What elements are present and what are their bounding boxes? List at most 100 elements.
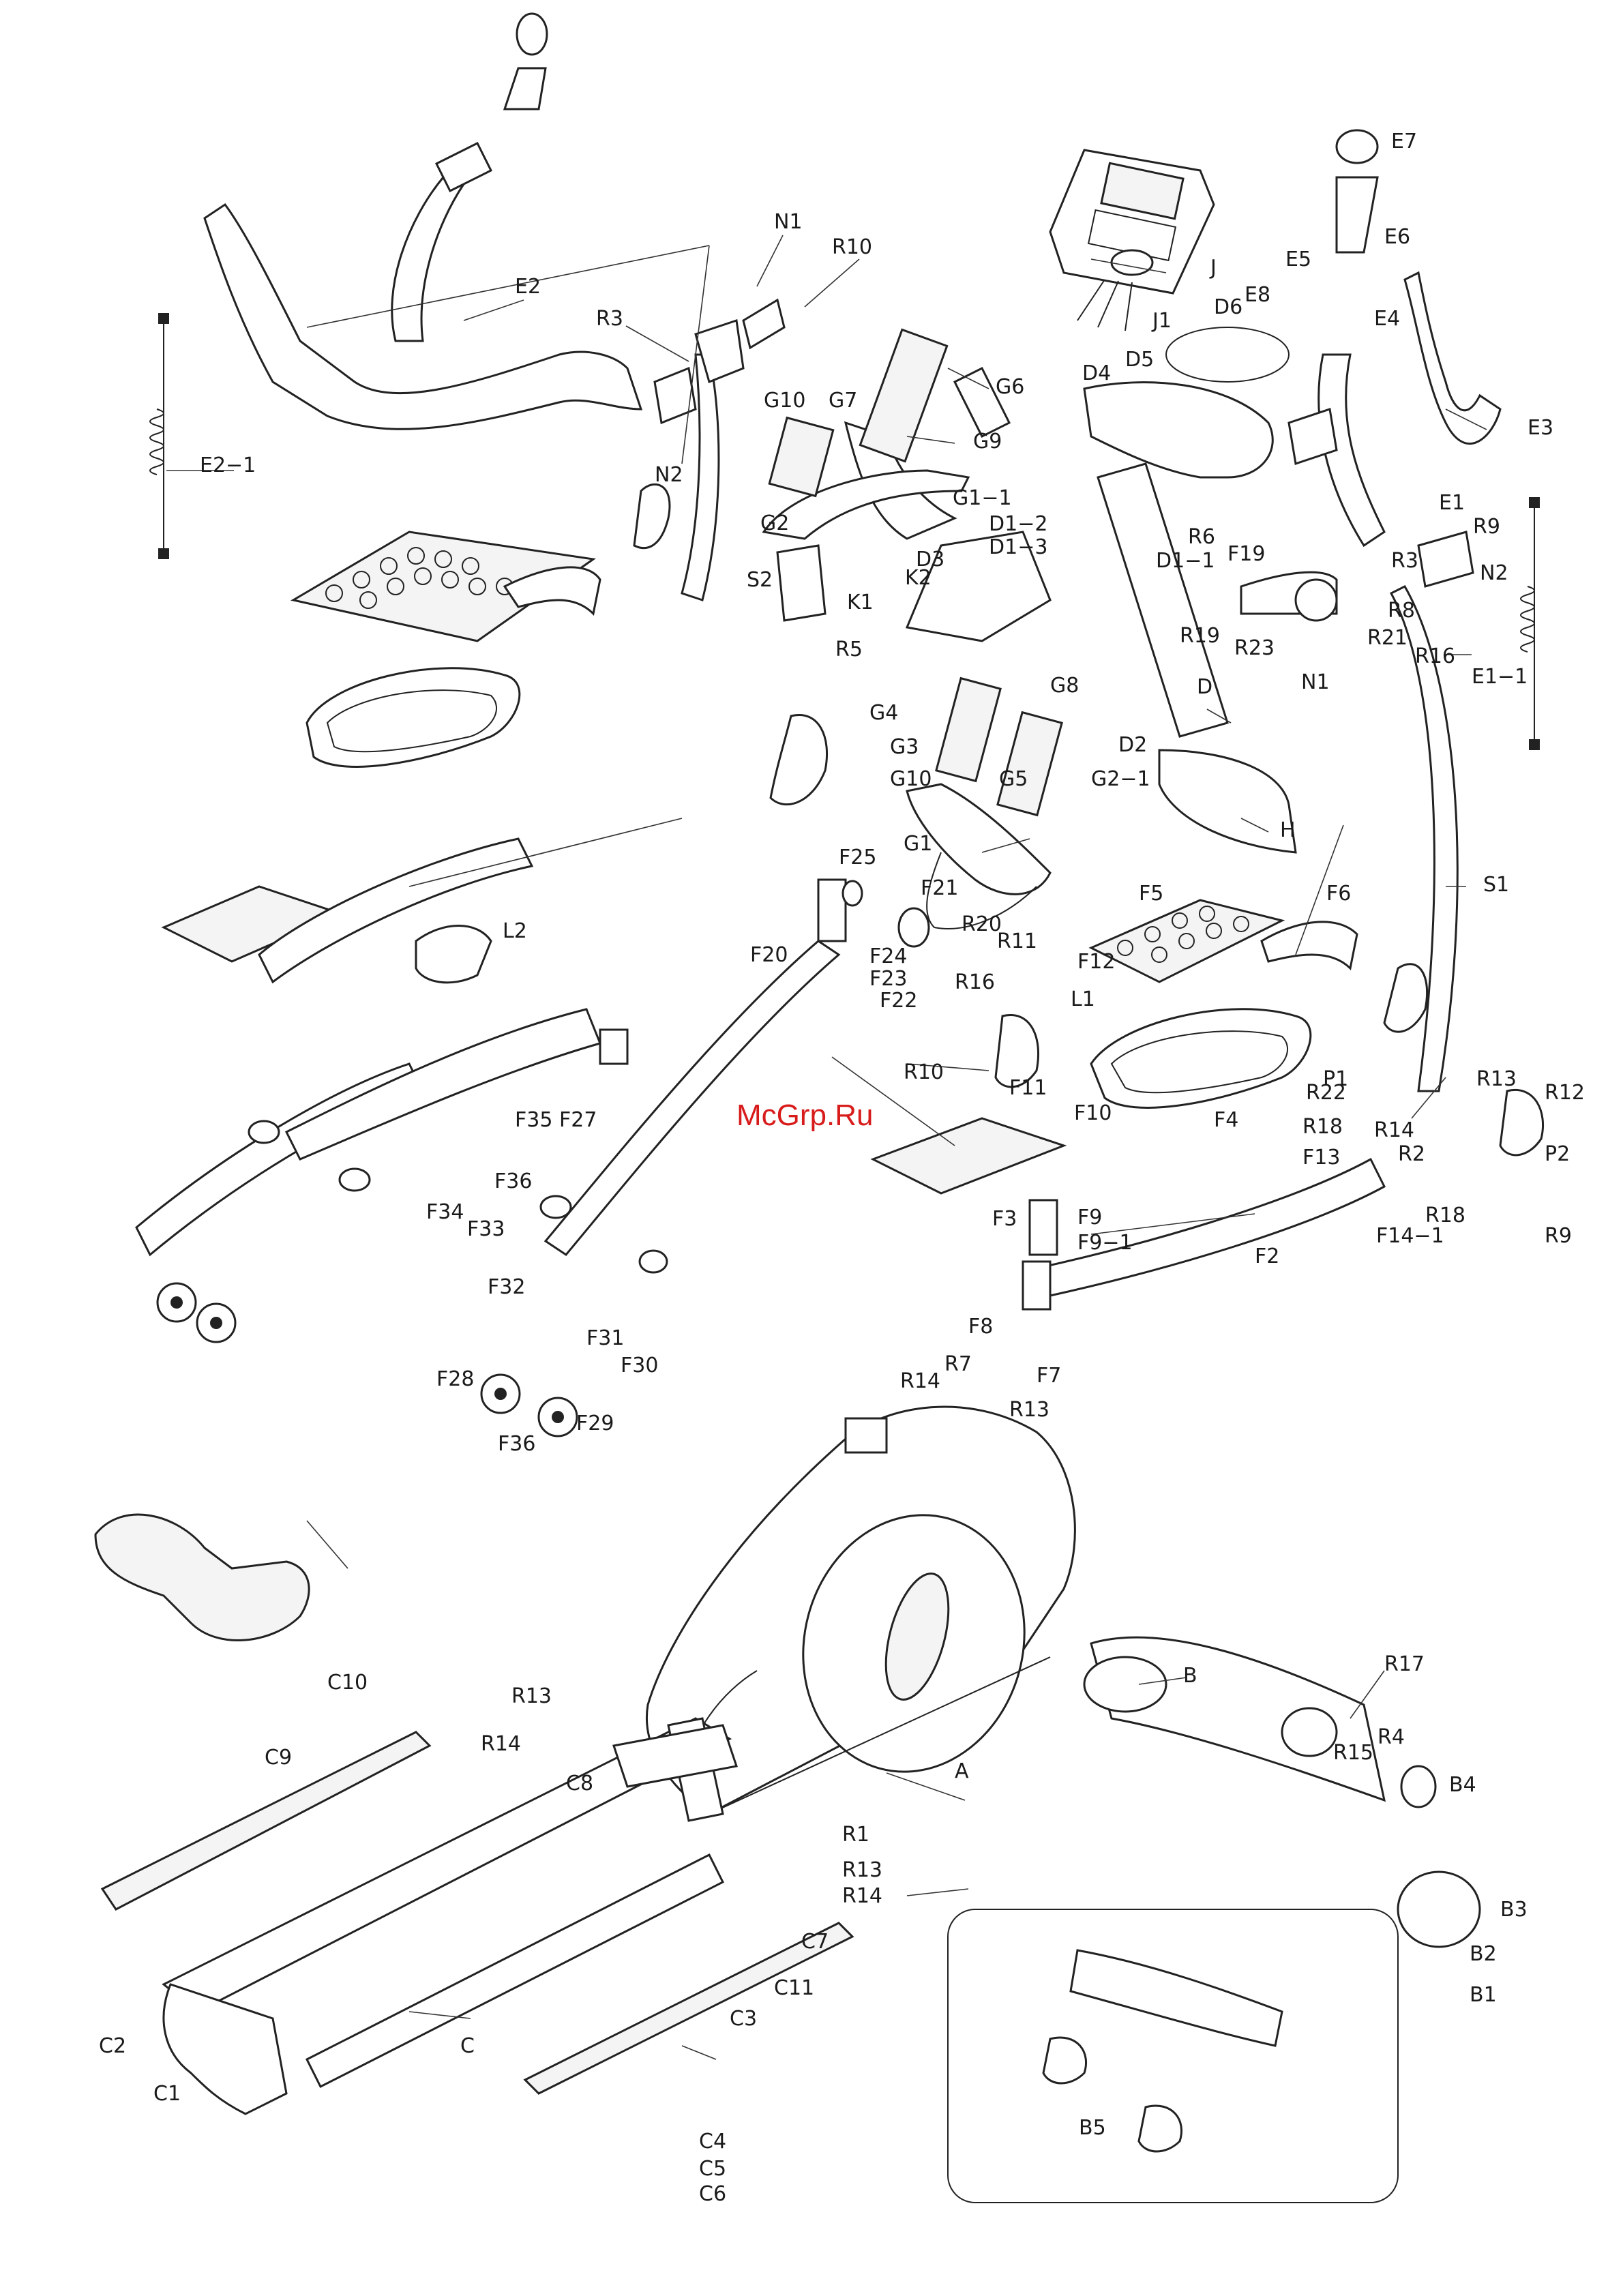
- label-E7: E7: [1391, 130, 1417, 153]
- label-D: D: [1197, 675, 1212, 699]
- label-G9: G9: [973, 430, 1002, 453]
- label-C7: C7: [801, 1930, 829, 1954]
- right-pulse-cable: [1520, 497, 1540, 750]
- label-B2: B2: [1470, 1942, 1497, 1966]
- label-R7: R7: [944, 1352, 972, 1376]
- label-N1-right: N1: [1301, 670, 1330, 694]
- label-G3: G3: [890, 735, 919, 759]
- label-R6: R6: [1188, 525, 1215, 549]
- label-B1: B1: [1470, 1983, 1497, 2007]
- label-R14-base: R14: [481, 1732, 521, 1756]
- label-B4: B4: [1449, 1773, 1476, 1797]
- label-G2-1: G2−1: [1091, 767, 1150, 791]
- label-G1-1: G1−1: [953, 486, 1012, 510]
- label-D5: D5: [1125, 348, 1154, 372]
- label-R17: R17: [1384, 1652, 1425, 1676]
- label-N1: N1: [774, 210, 803, 234]
- inset-detail-box: [947, 1909, 1399, 2203]
- label-J: J: [1209, 256, 1217, 280]
- label-F10: F10: [1074, 1101, 1112, 1125]
- label-L2: L2: [503, 919, 527, 943]
- label-R21: R21: [1367, 626, 1408, 650]
- label-S1: S1: [1483, 873, 1509, 897]
- label-F2: F2: [1255, 1244, 1279, 1268]
- console-mast-assembly: [776, 381, 1338, 854]
- left-pedal-assembly: [135, 483, 829, 1343]
- label-F23: F23: [869, 967, 907, 991]
- label-C10: C10: [327, 1671, 368, 1695]
- label-R20: R20: [962, 912, 1002, 936]
- label-P1: P1: [1323, 1067, 1348, 1091]
- handle-pipes-g: [762, 328, 1063, 929]
- label-C4: C4: [699, 2130, 726, 2153]
- label-R5: R5: [835, 638, 863, 661]
- label-F28: F28: [436, 1367, 474, 1391]
- label-F13: F13: [1302, 1146, 1340, 1169]
- label-F33: F33: [467, 1217, 505, 1241]
- label-F12: F12: [1077, 950, 1115, 974]
- label-F35: F35: [515, 1108, 552, 1132]
- label-R13-lower: R13: [842, 1858, 882, 1882]
- label-G10-lower: G10: [890, 767, 932, 791]
- label-G4: G4: [869, 701, 898, 725]
- label-F29: F29: [576, 1412, 614, 1435]
- label-E1: E1: [1439, 491, 1465, 515]
- label-C2: C2: [99, 2034, 126, 2058]
- label-G7: G7: [829, 389, 857, 413]
- label-F19: F19: [1227, 542, 1265, 566]
- label-F32: F32: [488, 1275, 525, 1299]
- label-R15: R15: [1333, 1741, 1373, 1765]
- label-F9: F9: [1077, 1206, 1102, 1229]
- label-G1: G1: [904, 832, 932, 856]
- label-C1: C1: [153, 2082, 181, 2106]
- label-F22: F22: [880, 989, 917, 1013]
- label-N2-right: N2: [1480, 561, 1508, 585]
- label-D4: D4: [1082, 361, 1111, 385]
- label-E4: E4: [1374, 307, 1400, 331]
- part-labels: E2−1 E2 R3 N2 N1 R10 G10 G7 G9 G6 G1−1 G…: [99, 130, 1585, 2206]
- leader-lines: [166, 235, 1487, 2060]
- label-C11: C11: [774, 1976, 814, 2000]
- label-C3: C3: [730, 2007, 757, 2031]
- label-B5: B5: [1079, 2116, 1106, 2140]
- label-F27: F27: [559, 1108, 597, 1132]
- left-handlebar-assembly: [203, 12, 786, 601]
- label-D1-2: D1−2: [989, 512, 1047, 536]
- main-frame-housing: [646, 1405, 1076, 1815]
- label-G8: G8: [1050, 674, 1079, 698]
- label-F7: F7: [1037, 1364, 1061, 1388]
- label-D3: D3: [916, 548, 944, 571]
- label-F31: F31: [586, 1326, 624, 1350]
- console: [1049, 149, 1290, 383]
- label-R8: R8: [1388, 599, 1415, 623]
- label-E5: E5: [1285, 248, 1311, 271]
- label-R18-lower: R18: [1425, 1204, 1465, 1227]
- label-E3: E3: [1528, 416, 1553, 440]
- label-D2: D2: [1118, 733, 1147, 757]
- label-R14: R14: [1374, 1118, 1414, 1142]
- label-C5: C5: [699, 2157, 726, 2181]
- label-F24: F24: [869, 944, 907, 968]
- label-R9-lower: R9: [1545, 1224, 1572, 1248]
- label-N2: N2: [655, 463, 683, 487]
- label-C6: C6: [699, 2182, 726, 2206]
- label-G2: G2: [760, 511, 789, 535]
- label-F21: F21: [921, 876, 958, 900]
- label-R3: R3: [596, 307, 623, 331]
- label-R14-upper: R14: [900, 1369, 940, 1393]
- label-L1: L1: [1071, 987, 1095, 1011]
- label-P2: P2: [1545, 1142, 1570, 1166]
- label-R13-base: R13: [511, 1684, 552, 1708]
- label-R16: R16: [1415, 644, 1455, 668]
- label-F4: F4: [1214, 1108, 1238, 1132]
- label-R3-right: R3: [1391, 549, 1418, 573]
- label-E8: E8: [1245, 283, 1270, 307]
- label-J1: J1: [1151, 309, 1172, 333]
- label-F5: F5: [1139, 882, 1163, 906]
- label-D1-3: D1−3: [989, 535, 1047, 559]
- label-R22: R22: [1306, 1081, 1346, 1105]
- label-F30: F30: [621, 1354, 658, 1377]
- label-B: B: [1183, 1664, 1197, 1688]
- label-R11: R11: [997, 929, 1037, 953]
- label-C: C: [460, 2034, 475, 2058]
